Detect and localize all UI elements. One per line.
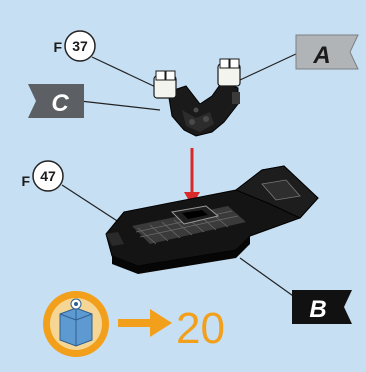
base-plate-part bbox=[105, 165, 319, 274]
callout-number: 47 bbox=[40, 168, 56, 184]
flag-c-letter: C bbox=[51, 90, 69, 117]
book-icon bbox=[43, 291, 109, 357]
flag-c-shape bbox=[28, 84, 84, 118]
hinge-bracket-part bbox=[153, 58, 241, 137]
arrow-right-icon bbox=[118, 309, 172, 337]
flag-b-letter: B bbox=[309, 296, 326, 323]
flag-c: C bbox=[28, 84, 84, 118]
flag-a-shape bbox=[295, 34, 359, 70]
flag-b: B bbox=[292, 290, 352, 324]
page-number: 20 bbox=[176, 304, 225, 353]
leader-line-f37 bbox=[91, 56, 163, 91]
leader-line-c bbox=[79, 100, 161, 111]
leader-line-b bbox=[239, 257, 297, 299]
flag-b-shape bbox=[292, 290, 352, 324]
clip-left bbox=[153, 70, 177, 99]
callout-prefix: F bbox=[21, 173, 30, 189]
callout-number: 37 bbox=[72, 38, 88, 54]
page-reference: 20 bbox=[43, 291, 225, 357]
clip-right bbox=[217, 58, 241, 87]
flag-a-letter: A bbox=[312, 42, 330, 69]
callout-circle bbox=[64, 30, 96, 62]
leader-line-a bbox=[239, 52, 299, 81]
callout-prefix: F bbox=[53, 39, 62, 55]
callout-f37: F 37 bbox=[53, 30, 96, 62]
flag-a: A bbox=[295, 34, 359, 70]
callout-circle bbox=[32, 160, 64, 192]
callout-f47: F 47 bbox=[21, 160, 64, 192]
